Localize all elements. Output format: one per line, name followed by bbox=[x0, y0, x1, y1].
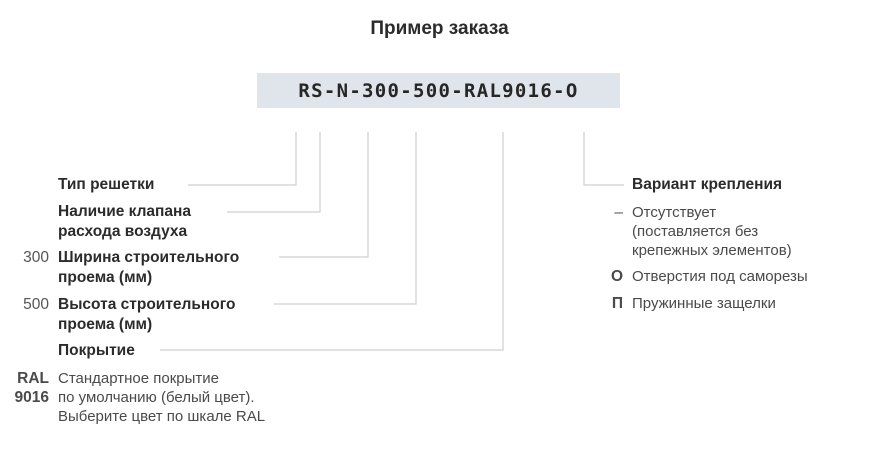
leader-height bbox=[274, 132, 417, 305]
valve-label-line1: Наличие клапана bbox=[58, 203, 192, 220]
width-label-line1: Ширина строительного bbox=[58, 249, 240, 266]
height-label-line1: Высота строительного bbox=[58, 296, 236, 313]
leader-coating bbox=[160, 132, 504, 351]
order-code: RS-N-300-500-RAL9016-O bbox=[298, 79, 579, 102]
ral-desc-line2: по умолчанию (белый цвет). bbox=[58, 389, 255, 406]
height-label-line2: проема (мм) bbox=[58, 316, 153, 333]
ral-code-line1: RAL bbox=[17, 370, 49, 387]
leader-type bbox=[188, 132, 297, 186]
leader-valve bbox=[227, 132, 321, 213]
valve-label-line2: расхода воздуха bbox=[58, 223, 188, 240]
coating-label: Покрытие bbox=[58, 342, 135, 359]
ral-desc-line3: Выберите цвет по шкале RAL bbox=[58, 408, 266, 425]
ral-desc-line1: Стандартное покрытие bbox=[58, 370, 220, 387]
mount-option-none-line2: (поставляется без bbox=[632, 223, 759, 240]
mount-option-none-line1: Отсутствует bbox=[632, 204, 717, 221]
height-code: 500 bbox=[23, 296, 49, 313]
leader-mount bbox=[583, 132, 624, 186]
mount-option-latches-label: Пружинные защелки bbox=[632, 295, 776, 312]
order-code-box: RS-N-300-500-RAL9016-O bbox=[257, 73, 620, 108]
mount-option-none-code: – bbox=[614, 204, 623, 221]
mount-option-latches-code: П bbox=[611, 295, 623, 312]
mount-option-holes-code: О bbox=[610, 268, 623, 285]
leader-width bbox=[279, 132, 369, 258]
width-label-line2: проема (мм) bbox=[58, 269, 153, 286]
mount-label: Вариант крепления bbox=[632, 176, 783, 193]
mount-option-holes-label: Отверстия под саморезы bbox=[632, 268, 808, 285]
width-code: 300 bbox=[23, 249, 49, 266]
type-label: Тип решетки bbox=[58, 176, 155, 193]
ral-code-line2: 9016 bbox=[14, 389, 49, 406]
page-title: Пример заказа bbox=[370, 18, 509, 39]
mount-option-none-line3: крепежных элементов) bbox=[632, 242, 792, 259]
